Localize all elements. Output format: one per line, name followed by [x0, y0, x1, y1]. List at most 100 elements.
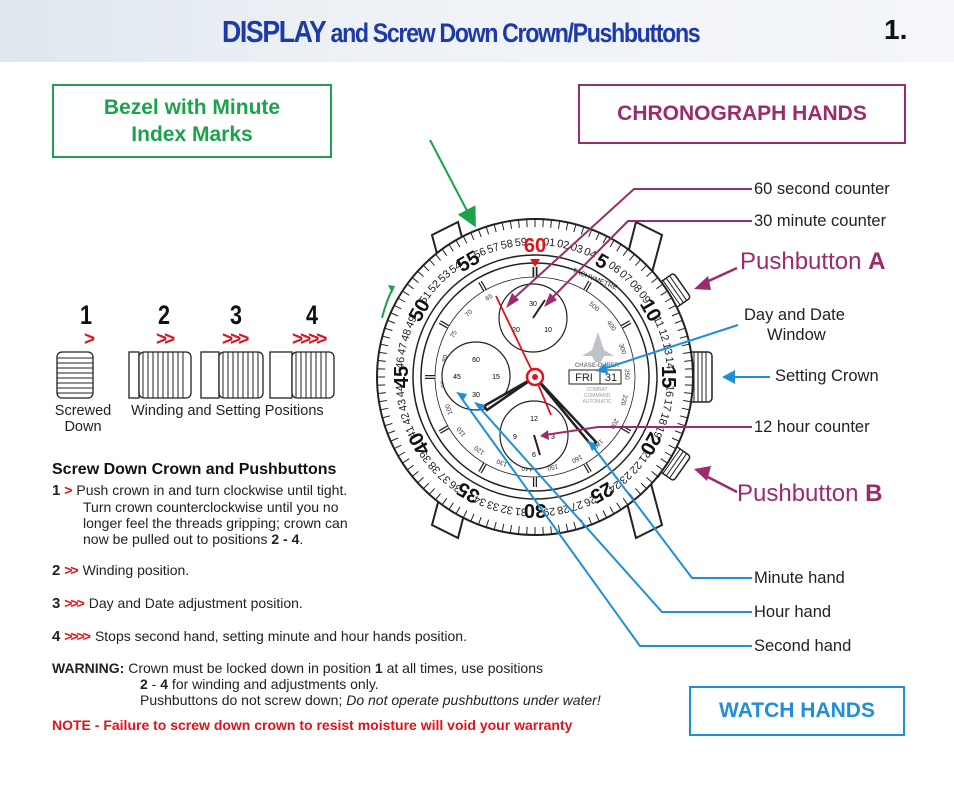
day-date-window: FRI 31 [568, 369, 622, 385]
minute-number: 51 [417, 289, 434, 306]
tachymeter-number: 70 [464, 308, 474, 318]
minute-number: 44 [394, 384, 407, 397]
label-minute-hand: Minute hand [754, 569, 845, 587]
minute-number: 02 [556, 238, 570, 252]
bezel-label-line2: Index Marks [131, 123, 253, 146]
crown-position-4 [269, 351, 335, 399]
minute-number: 09 [636, 289, 653, 306]
instruction-step-4: 4 >>>>Stops second hand, setting minute … [52, 628, 467, 645]
label-pushbutton-b: Pushbutton B [737, 480, 883, 507]
bezel-numeral: 15 [657, 366, 679, 388]
minute-number: 32 [500, 502, 514, 516]
minute-number: 12 [656, 328, 671, 343]
hour-markers [425, 259, 632, 487]
svg-text:FRI: FRI [575, 372, 593, 384]
minute-number: 56 [472, 246, 488, 262]
minute-number: 17 [660, 398, 674, 412]
position-chevron-3: >>> [222, 329, 249, 350]
label-12-hour-counter: 12 hour counter [754, 418, 870, 436]
chronograph-hands-box: CHRONOGRAPH HANDS [578, 84, 906, 144]
minute-number: 58 [500, 238, 514, 252]
minute-number: 14 [663, 356, 676, 369]
bezel-pointer-lines [381, 139, 476, 319]
header-bar: DISPLAY and Screw Down Crown/Pushbuttons… [0, 0, 954, 62]
minute-number: 43 [396, 398, 410, 412]
minute-number: 39 [417, 448, 434, 465]
page-number: 1. [884, 14, 908, 45]
tachymeter-number: 80 [441, 354, 449, 363]
bezel-label-line1: Bezel with Minute [103, 96, 281, 119]
instruction-step-3: 3 >>>Day and Date adjustment position. [52, 595, 303, 612]
minute-number: 21 [636, 448, 653, 465]
label-hour-hand: Hour hand [754, 603, 832, 621]
position-chevron-4: >>>> [292, 329, 327, 350]
tachymeter-number: 150 [546, 462, 558, 471]
sub-dial-bottom: 12 3 6 9 [499, 400, 569, 470]
minute-number: 48 [399, 328, 414, 343]
minute-number: 59 [514, 236, 527, 249]
page-title: DISPLAY and Screw Down Crown/Pushbuttons [222, 14, 701, 49]
pushbutton-arrows [694, 266, 738, 494]
bezel-60-marker: 60 [524, 235, 546, 257]
tachymeter-number: 250 [623, 369, 630, 380]
label-second-hand: Second hand [754, 637, 852, 655]
warranty-note: NOTE - Failure to screw down crown to re… [52, 717, 573, 733]
minute-number: 36 [447, 478, 464, 495]
minute-number: 34 [472, 492, 488, 508]
label-60-second-counter: 60 second counter [754, 180, 890, 198]
position-chevron-1: > [84, 329, 95, 350]
minute-number: 46 [394, 356, 407, 369]
label-pushbutton-a: Pushbutton A [740, 248, 886, 275]
svg-text:10: 10 [544, 327, 552, 334]
bezel-numeral: 45 [391, 366, 413, 388]
crown-position-1 [56, 351, 94, 399]
tachymeter-number: 160 [570, 453, 583, 464]
position-number-1: 1 [80, 300, 93, 330]
svg-text:AUTOMATIC: AUTOMATIC [583, 399, 612, 405]
svg-text:30: 30 [529, 301, 537, 308]
warning-text: WARNING: Crown must be locked down in po… [52, 660, 601, 708]
minute-number: 26 [582, 492, 598, 508]
svg-text:9: 9 [513, 434, 517, 441]
position-number-3: 3 [230, 300, 243, 330]
minute-number: 16 [663, 384, 676, 397]
chrono-second-hand [495, 295, 536, 378]
instructions-title: Screw Down Crown and Pushbuttons [52, 461, 337, 478]
label-setting-crown: Setting Crown [775, 367, 879, 385]
minute-number: 28 [556, 502, 570, 516]
instruction-step-2: 2 >>Winding position. [52, 562, 190, 579]
svg-text:45: 45 [453, 374, 461, 381]
svg-text:COMMAND: COMMAND [584, 393, 611, 399]
svg-text:30: 30 [472, 392, 480, 399]
tachymeter-number: 130 [495, 457, 508, 468]
tachymeter-number: 75 [449, 329, 459, 339]
label-30-minute-counter: 30 minute counter [754, 212, 887, 230]
watch-hand-pointer-lines [459, 324, 770, 647]
svg-text:6: 6 [532, 452, 536, 459]
svg-text:3: 3 [551, 434, 555, 441]
instruction-step-1: 1 >Push crown in and turn clockwise unti… [52, 482, 348, 547]
minute-number: 27 [569, 498, 584, 513]
minute-number: 31 [514, 505, 527, 518]
crown-position-3 [200, 351, 264, 399]
tachymeter-number: 220 [619, 394, 629, 407]
bezel-teeth [377, 219, 693, 535]
svg-text:15: 15 [492, 374, 500, 381]
minute-number: 04 [582, 246, 598, 262]
watch-hands-box: WATCH HANDS [689, 686, 905, 736]
svg-text:31: 31 [605, 372, 617, 384]
minute-number: 06 [606, 259, 623, 276]
minute-number: 33 [486, 498, 501, 513]
minute-number: 01 [542, 236, 555, 249]
tachymeter-number: 300 [617, 343, 627, 356]
svg-text:CHASE-DURER: CHASE-DURER [575, 363, 620, 369]
minute-number: 18 [656, 411, 671, 426]
minute-number: 49 [404, 314, 420, 330]
minute-number: 11 [651, 314, 667, 329]
label-day-date-line1: Day and Date [744, 306, 845, 324]
label-day-date-line2: Window [767, 326, 826, 344]
hour-hand-shape [482, 375, 536, 412]
position-number-2: 2 [158, 300, 171, 330]
